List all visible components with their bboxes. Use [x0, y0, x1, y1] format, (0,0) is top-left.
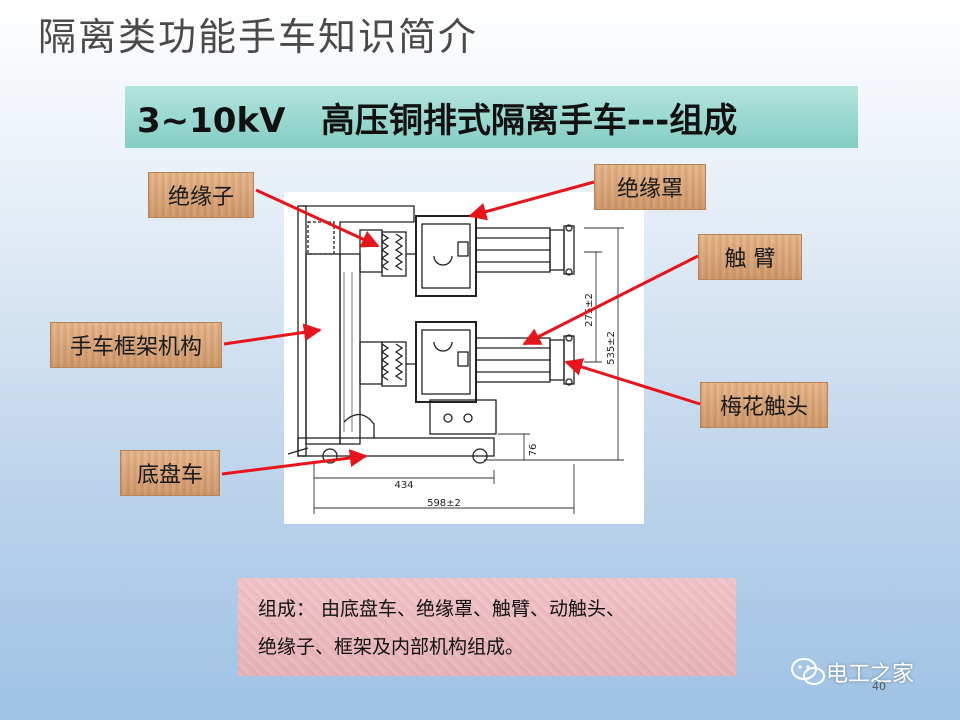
lower-insulator: [359, 341, 416, 387]
section-banner: 3~10kV 高压铜排式隔离手车---组成: [125, 86, 858, 148]
description-line-1: 组成： 由底盘车、绝缘罩、触臂、动触头、: [258, 598, 626, 620]
label-contact-arm: 触 臂: [698, 234, 802, 280]
watermark: 电工之家: [790, 656, 914, 688]
drawing-svg: 275±2 535±2 76 434 598±2: [287, 205, 624, 514]
support-bracket: [429, 399, 497, 435]
lower-contact-arm: [475, 334, 575, 386]
label-insulating-cover: 绝缘罩: [594, 164, 706, 210]
dim-598: 598±2: [427, 498, 461, 509]
upper-insulator: [359, 229, 416, 277]
frame-top: [302, 205, 415, 254]
upper-insulating-cover: [415, 215, 477, 297]
page-number: 40: [872, 680, 886, 693]
slide-title: 隔离类功能手车知识简介: [38, 15, 479, 59]
dim-535: 535±2: [606, 331, 617, 365]
frame-body: [305, 253, 341, 445]
label-trolley-frame: 手车框架机构: [50, 322, 222, 368]
dim-76: 76: [528, 444, 539, 457]
label-insulator: 绝缘子: [148, 172, 254, 218]
description-box: 组成： 由底盘车、绝缘罩、触臂、动触头、 绝缘子、框架及内部机构组成。: [238, 578, 736, 676]
chassis-drawing: [287, 413, 495, 464]
upper-contact-arm: [475, 224, 575, 276]
technical-drawing: 275±2 535±2 76 434 598±2: [284, 192, 644, 524]
description-line-2: 绝缘子、框架及内部机构组成。: [258, 636, 525, 658]
dim-275: 275±2: [584, 293, 595, 327]
label-plum-contact: 梅花触头: [700, 382, 828, 428]
frame-front-panel: [339, 253, 361, 445]
banner-text: 3~10kV 高压铜排式隔离手车---组成: [137, 100, 738, 141]
wechat-icon: [791, 658, 825, 685]
frame-left-rail: [297, 205, 307, 457]
watermark-text: 电工之家: [826, 662, 915, 687]
lower-insulating-cover: [415, 321, 477, 403]
frame-top-box: [307, 221, 335, 255]
frame-inner-lines: [343, 272, 353, 432]
dim-434: 434: [394, 480, 413, 491]
label-chassis: 底盘车: [120, 450, 220, 496]
